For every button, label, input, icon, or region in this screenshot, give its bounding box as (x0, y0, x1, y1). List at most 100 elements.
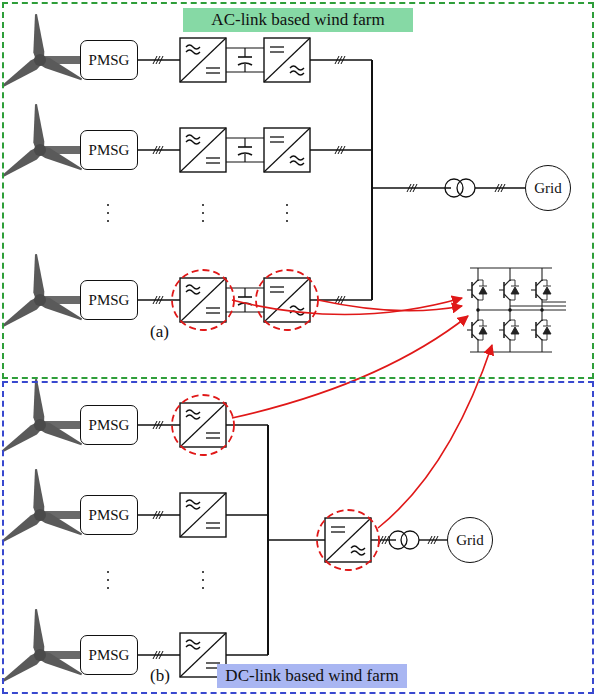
wire (499, 329, 504, 330)
ellipsis-dot (286, 212, 288, 214)
wire (244, 48, 245, 57)
wire (206, 437, 220, 438)
wire (226, 514, 268, 515)
capacitor (238, 63, 252, 65)
generator-box: PMSG (80, 405, 138, 445)
wire (244, 304, 245, 312)
wire (371, 60, 373, 300)
wire (180, 38, 226, 82)
region-frame: (b)PMSGPMSGPMSGGridDC-link based wind fa… (2, 381, 594, 694)
node-label: PMSG (89, 507, 130, 524)
ellipsis-dot (107, 220, 109, 222)
node-label: PMSG (89, 647, 130, 664)
ac-symbol (186, 640, 200, 649)
turbine-hub (34, 54, 46, 66)
wire (159, 511, 163, 519)
generator-box: PMSG (80, 635, 138, 675)
wire (206, 307, 220, 308)
wire (504, 280, 510, 286)
title-banner: AC-link based wind farm (183, 8, 413, 32)
turbine-hub (34, 649, 46, 661)
wire (310, 59, 372, 60)
converter-box (180, 493, 226, 537)
wire (244, 154, 245, 162)
panel-label: (b) (150, 666, 170, 686)
wire (180, 493, 226, 537)
wire (341, 56, 345, 64)
wire (499, 289, 504, 290)
ac-symbol (186, 410, 200, 419)
wire (536, 294, 542, 300)
wire (504, 320, 510, 326)
turbine-blade (30, 14, 45, 61)
wire (270, 286, 284, 287)
wire (331, 526, 345, 527)
pointer-arrow (318, 300, 462, 311)
wire (310, 149, 372, 150)
wire (138, 654, 180, 655)
wire (270, 141, 284, 142)
wire (206, 162, 220, 163)
ellipsis-dot (202, 204, 204, 206)
highlight-ellipse (172, 270, 234, 330)
wire (331, 531, 345, 532)
grid-circle: Grid (447, 517, 493, 563)
ellipsis-dot (107, 212, 109, 214)
diode (542, 320, 551, 340)
pointer-arrow (232, 316, 468, 418)
wire (470, 267, 552, 268)
turbine-hub (34, 419, 46, 431)
node-label: PMSG (89, 417, 130, 434)
node-label: PMSG (89, 142, 130, 159)
ellipsis-dot (107, 571, 109, 573)
ellipsis-dot (107, 587, 109, 589)
wire (270, 136, 284, 137)
wire (159, 421, 163, 429)
wire (264, 38, 310, 82)
generator-box: PMSG (80, 280, 138, 320)
panel-label: (a) (150, 322, 169, 342)
wire (206, 522, 220, 523)
wire (341, 296, 345, 304)
turbine-blade (30, 469, 45, 516)
wire (501, 184, 505, 192)
wire (238, 296, 252, 298)
capacitor (238, 153, 252, 155)
grid-circle: Grid (525, 165, 571, 211)
wire (238, 56, 252, 58)
wire (531, 329, 536, 330)
converter-box (180, 38, 226, 82)
turbine-blade (30, 254, 45, 301)
wire (206, 157, 220, 158)
wire (159, 146, 163, 154)
generator-box: PMSG (80, 130, 138, 170)
ac-symbol (186, 135, 200, 144)
wire (341, 146, 345, 154)
wire (206, 432, 220, 433)
wire (180, 278, 226, 322)
diode (478, 280, 487, 300)
ellipsis-dot (202, 212, 204, 214)
wire (138, 59, 180, 60)
wire (180, 128, 226, 172)
wire (536, 334, 542, 340)
converter-box (180, 128, 226, 172)
converter-box (264, 128, 310, 172)
node-label: PMSG (89, 292, 130, 309)
ac-symbol (186, 45, 200, 54)
wire (467, 289, 472, 290)
wire (472, 280, 478, 286)
node-label: Grid (534, 180, 562, 197)
wire (226, 424, 268, 425)
converter-box (180, 278, 226, 322)
wire (244, 288, 245, 297)
wire (536, 280, 542, 286)
turbine-hub (34, 144, 46, 156)
diode (542, 280, 551, 300)
wire (138, 149, 180, 150)
pointer-arrow (232, 298, 462, 315)
highlight-ellipse (172, 395, 234, 455)
transformer (401, 531, 419, 549)
ellipsis-dot (202, 579, 204, 581)
